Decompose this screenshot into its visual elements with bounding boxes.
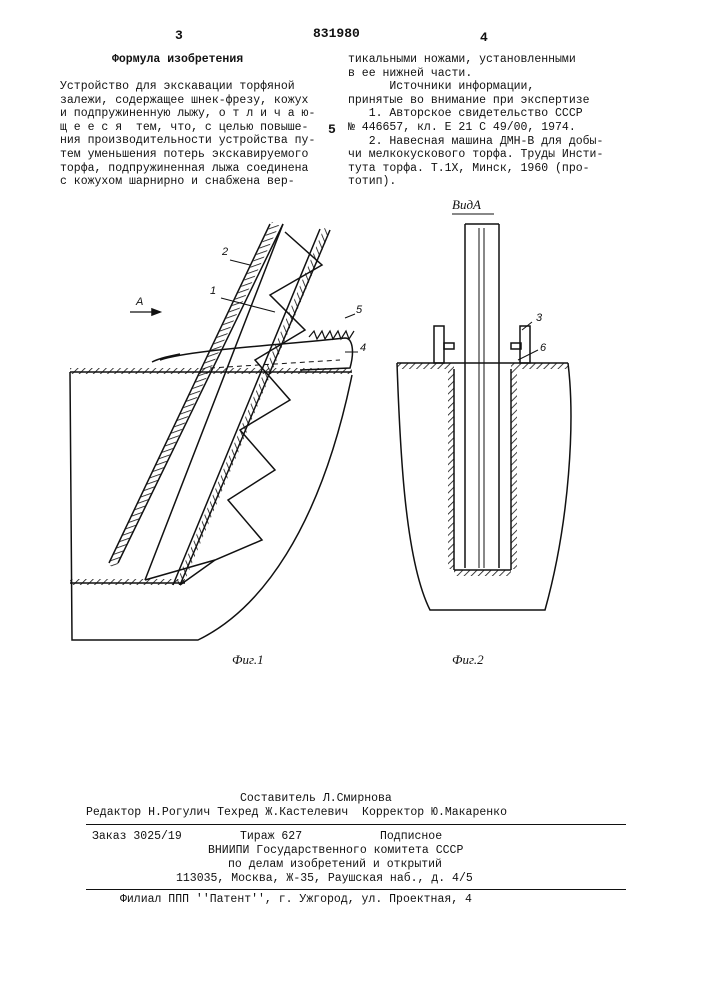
footer-org-line2: по делам изобретений и открытий — [228, 858, 442, 872]
figure-2-caption: Фиг.2 — [452, 652, 484, 668]
footer-order: Заказ 3025/19 — [92, 830, 182, 844]
fig2-label-6: 6 — [540, 342, 546, 354]
figure-2-drawing — [397, 214, 571, 610]
fig1-label-5: 5 — [356, 304, 362, 316]
fig2-label-3: 3 — [536, 312, 542, 324]
footer-divider-top — [86, 824, 626, 825]
footer-compiler: Составитель Л.Смирнова — [240, 792, 392, 806]
fig1-arrow-label-a: А — [136, 296, 143, 308]
figure-2-view-label: ВидА — [452, 197, 481, 213]
footer-address: 113035, Москва, Ж-35, Раушская наб., д. … — [176, 872, 473, 886]
footer-print-run: Тираж 627 — [240, 830, 302, 844]
casing-hatch — [108, 222, 279, 568]
footer-divider-bottom — [86, 889, 626, 890]
footer-subscription: Подписное — [380, 830, 442, 844]
figure-1-caption: Фиг.1 — [232, 652, 264, 668]
footer-branch: Филиал ППП ''Патент'', г. Ужгород, ул. П… — [120, 893, 472, 907]
fig1-label-4: 4 — [360, 342, 366, 354]
footer-editors: Редактор Н.Рогулич Техред Ж.Кастелевич К… — [86, 806, 507, 820]
fig1-label-2: 2 — [222, 246, 228, 258]
footer-org-line1: ВНИИПИ Государственного комитета СССР — [208, 844, 463, 858]
fig1-label-1: 1 — [210, 285, 216, 297]
